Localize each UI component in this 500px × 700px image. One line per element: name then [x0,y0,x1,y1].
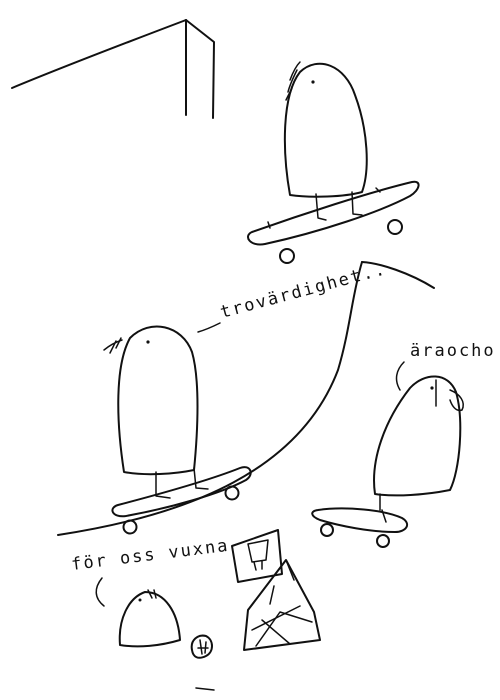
building-outline [11,19,215,119]
small-figure-bottom [118,589,181,648]
label-trustworthiness-group: trovärdighet.. [197,259,389,333]
label-honor-group: äraocho [395,341,496,391]
skateboard-top [247,180,420,264]
stray-stroke [195,687,215,691]
basketball-hoop [231,529,283,583]
label-for-us-adults: för oss vuxna [70,536,230,575]
skater-figure-top [283,61,368,221]
skater-figure-right [373,375,464,523]
skateboard-middle [111,466,252,535]
skateboard-right [311,507,409,548]
label-trustworthiness: trovärdighet.. [218,259,389,323]
label-honor-and: äraocho [410,341,496,361]
hoop-stand [243,559,321,651]
ramp-curve [57,261,435,536]
ball-icon [190,634,213,659]
skater-figure-middle [103,325,209,499]
